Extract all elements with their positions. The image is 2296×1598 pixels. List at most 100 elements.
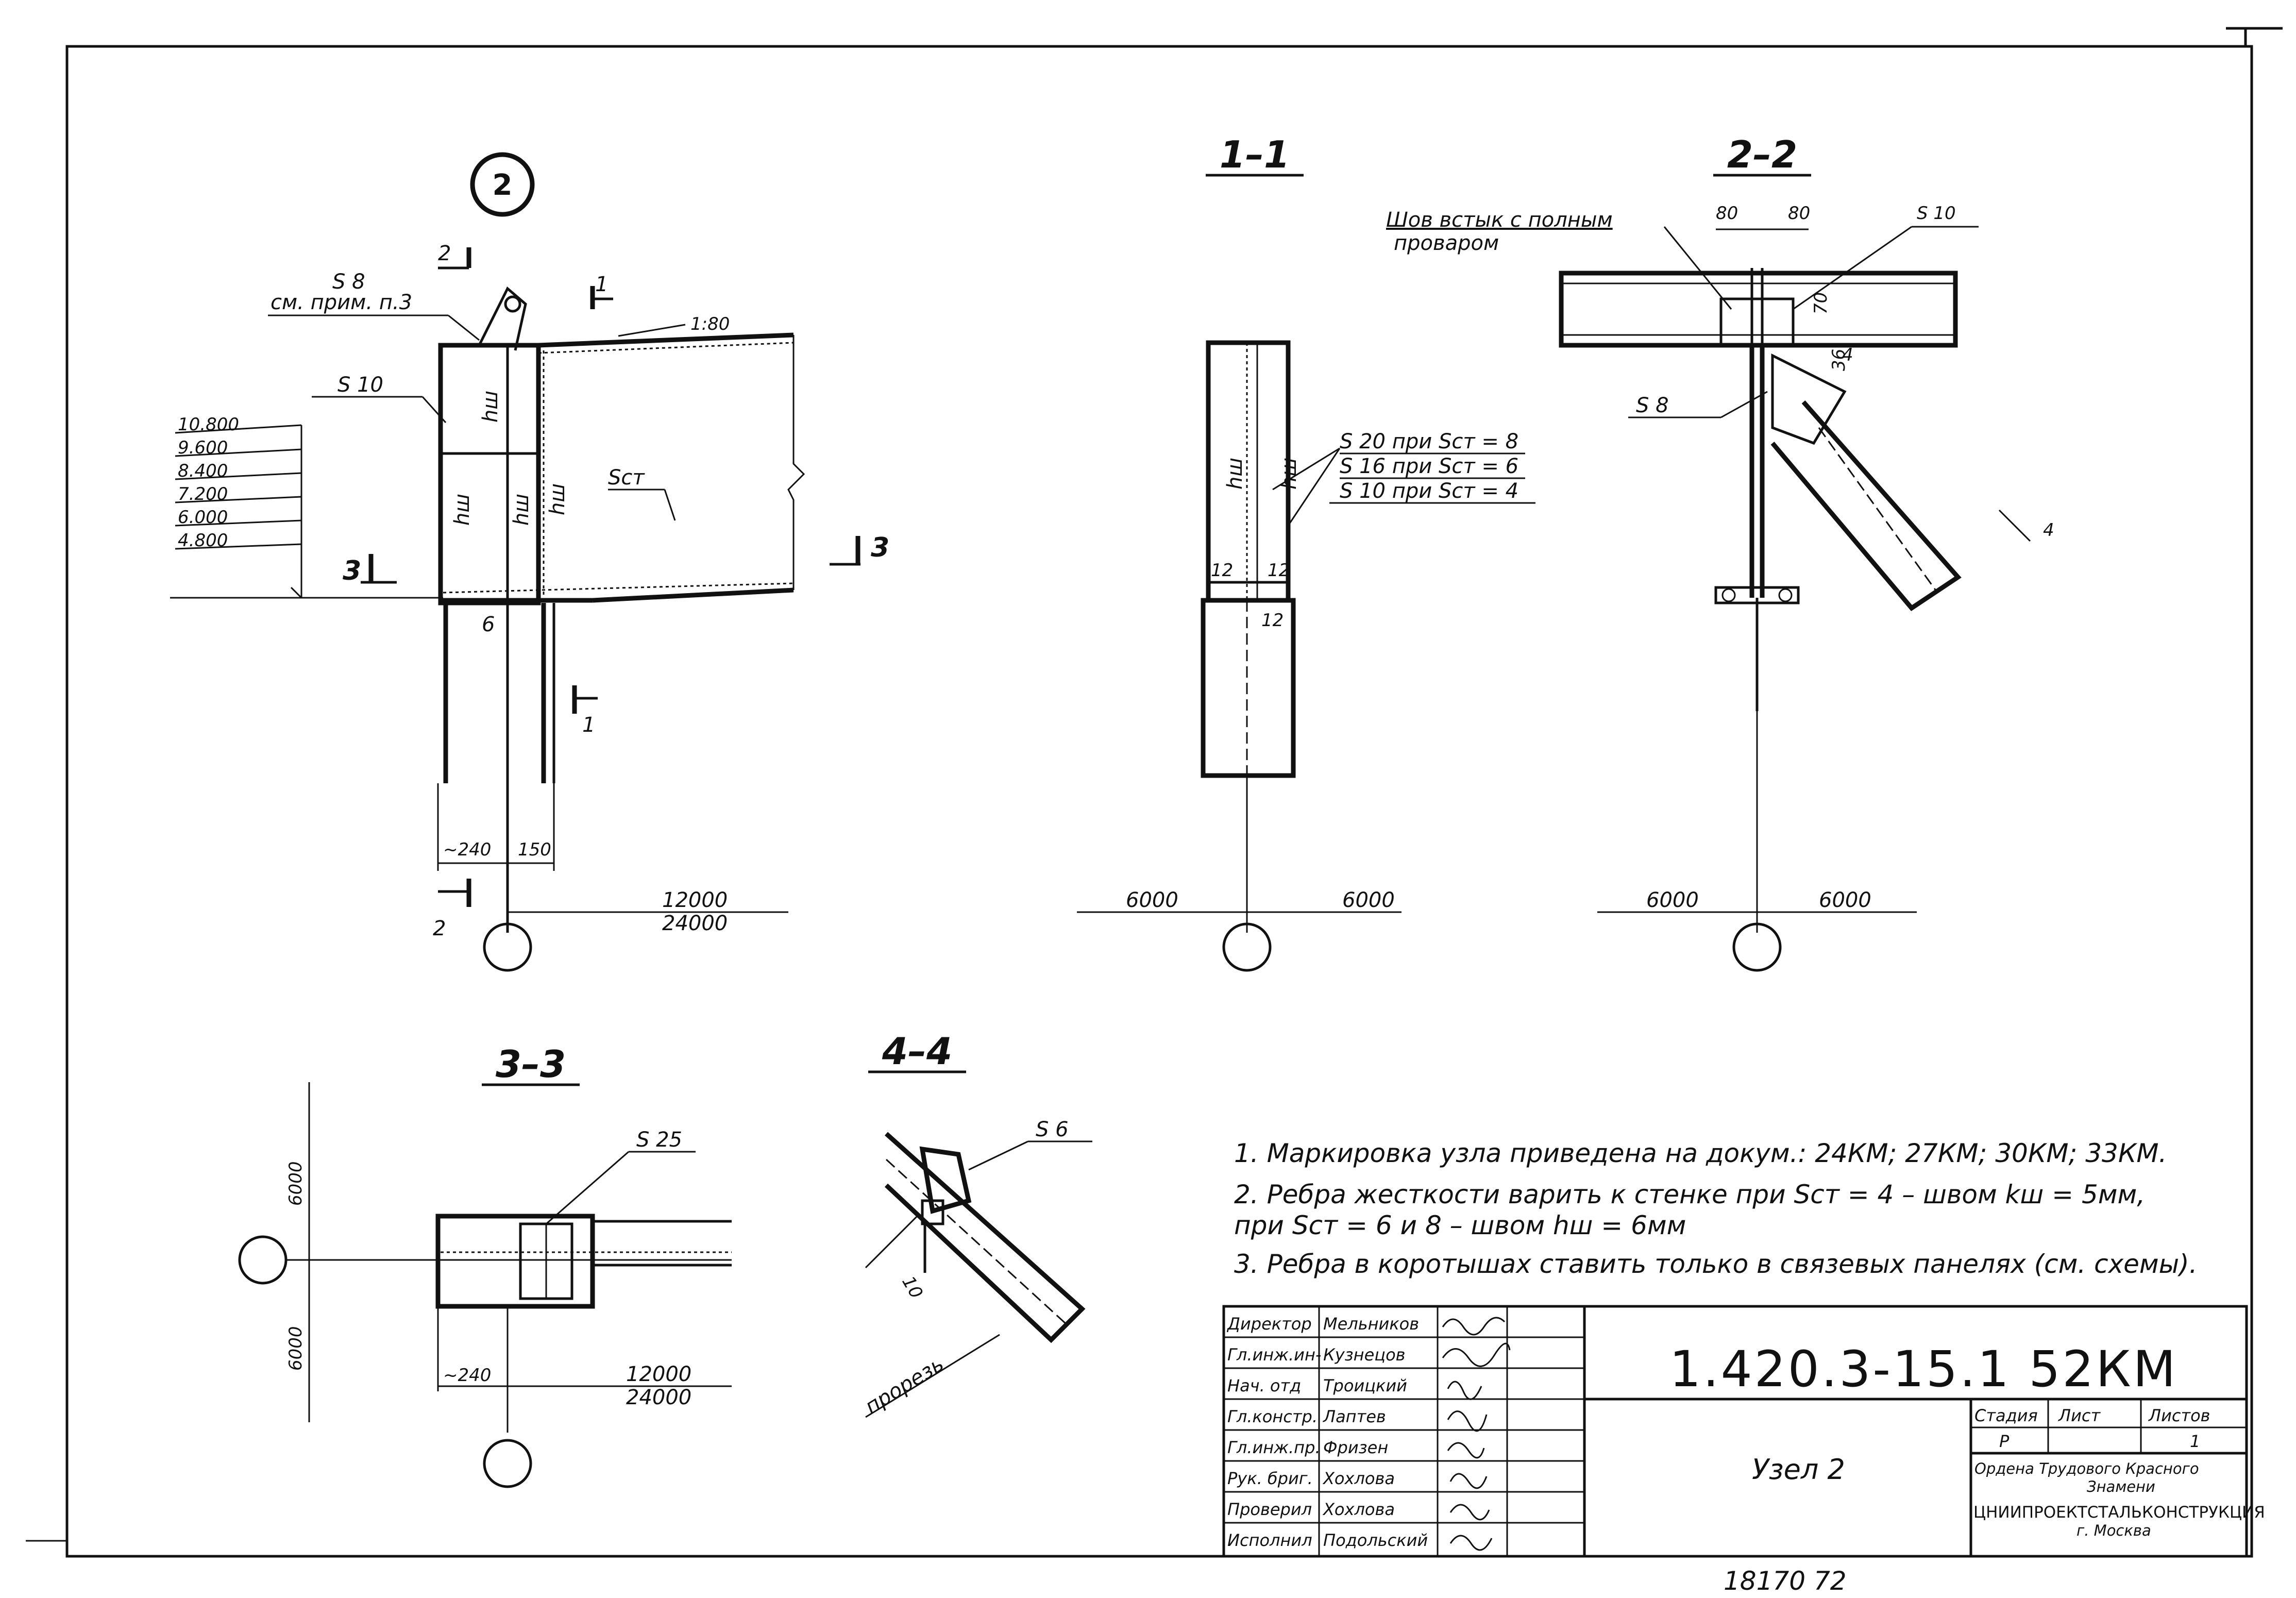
- weld-note-line-2: проваром: [1394, 231, 1499, 255]
- slope-label: 1:80: [690, 314, 730, 334]
- section-3-3-dim-240: ~240: [443, 1365, 491, 1386]
- dim-240: ~240: [443, 839, 491, 860]
- sheet-header: Лист: [2058, 1406, 2101, 1425]
- org-line-1: Ордена Трудового Красного: [1974, 1460, 2199, 1477]
- cut-1-mark-bottom: 1: [582, 713, 595, 737]
- s8-callout: S 8: [332, 270, 365, 294]
- section-4-4-view: 4–4 S 6 10 прорезь: [861, 1030, 1092, 1419]
- section-1-1-label-12a: 12: [1211, 560, 1233, 581]
- org-line-4: г. Москва: [2076, 1522, 2151, 1539]
- cut-1-mark-top: 1: [595, 273, 608, 296]
- section-1-1-view: 1–1 hш hш 12 12 12 S 20 при Sст = 8 S 16…: [1077, 133, 1535, 972]
- section-1-1-label-12c: 12: [1261, 610, 1284, 631]
- notes-block: 1. Маркировка узла приведена на докум.: …: [1234, 1138, 2198, 1279]
- signatures: [1442, 1317, 1511, 1551]
- section-3-3-s25: S 25: [636, 1128, 682, 1152]
- hw-label-3: hш: [510, 494, 533, 526]
- document-code: 1.420.3-15.1 52КМ: [1669, 1340, 2177, 1398]
- section-4-4-dim-10: 10: [898, 1273, 926, 1302]
- sheet-title: Узел 2: [1752, 1453, 1845, 1486]
- note-3: 3. Ребра в коротышах ставить только в св…: [1234, 1249, 2198, 1279]
- cut-2-mark-bottom: 2: [433, 917, 446, 940]
- axis-bubble-section-1-1: [1222, 922, 1272, 972]
- tb-role-8: Исполнил: [1227, 1530, 1312, 1550]
- tb-role-6: Рук. бриг.: [1227, 1469, 1313, 1488]
- note-2: 2. Ребра жесткости варить к стенке при S…: [1234, 1180, 2145, 1209]
- node-view: 2 2 1 S 8 см. прим. п.3 1:80: [170, 152, 889, 972]
- dim-70: 70: [1811, 292, 1831, 314]
- archive-number: 18170 72: [1724, 1566, 1847, 1596]
- stage-header: Стадия: [1974, 1406, 2038, 1425]
- section-3-3-span-24000: 24000: [626, 1386, 691, 1409]
- org-line-2: Знамени: [2087, 1478, 2155, 1495]
- s10-callout: S 10: [337, 373, 383, 397]
- node-number: 2: [493, 169, 513, 202]
- section-1-1-dim-right: 6000: [1342, 888, 1395, 912]
- note-1: 1. Маркировка узла приведена на докум.: …: [1234, 1138, 2167, 1168]
- section-1-1-hw-label-1: hш: [1223, 458, 1247, 490]
- section-3-3-dim-bottom: 6000: [285, 1326, 306, 1371]
- section-4-4-title: 4–4: [882, 1030, 952, 1073]
- dim-80-right: 80: [1788, 203, 1810, 224]
- stage-value: Р: [1999, 1432, 2010, 1451]
- axis-bubble-section-3-3-left: [238, 1235, 288, 1285]
- weld-note-line-1: Шов встык с полным: [1386, 208, 1613, 232]
- dim-36: 36: [1829, 349, 1849, 371]
- tb-role-7: Проверил: [1227, 1500, 1312, 1519]
- tb-name-5: Фризен: [1323, 1438, 1388, 1457]
- sheets-header: Листов: [2148, 1406, 2210, 1425]
- section-2-2-title: 2–2: [1727, 133, 1797, 176]
- span-12000: 12000: [662, 888, 728, 912]
- section-2-2-s8: S 8: [1636, 394, 1669, 417]
- rib-thickness-label: 6: [482, 613, 495, 636]
- tb-name-6: Хохлова: [1322, 1469, 1395, 1488]
- axis-bubble-section-3-3-bottom: [483, 1439, 532, 1488]
- s8-ref-note: см. прим. п.3: [271, 291, 412, 314]
- tb-name-8: Подольский: [1323, 1530, 1428, 1550]
- section-3-3-dim-top: 6000: [285, 1161, 306, 1206]
- tb-role-3: Нач. отд: [1227, 1376, 1301, 1395]
- sheet-frame: [26, 27, 2283, 1558]
- cut-3-mark-left: 3: [343, 556, 361, 586]
- section-1-1-rule-3: S 10 при Sст = 4: [1340, 479, 1518, 503]
- dim-4: 4: [1842, 345, 1853, 365]
- section-2-2-dim-left: 6000: [1646, 888, 1699, 912]
- section-4-4-slot-label: прорезь: [861, 1352, 948, 1419]
- org-line-3: ЦНИИПРОЕКТСТАЛЬКОНСТРУКЦИЯ: [1973, 1503, 2265, 1522]
- tb-name-2: Кузнецов: [1323, 1345, 1406, 1365]
- tb-name-4: Лаптев: [1323, 1407, 1386, 1426]
- axis-bubble-node: [483, 922, 532, 972]
- section-1-1-rule-2: S 16 при Sст = 6: [1340, 455, 1518, 478]
- node-number-bubble: [470, 152, 535, 217]
- span-24000: 24000: [662, 912, 728, 935]
- scm-callout: Sст: [608, 466, 645, 490]
- hw-label-1: hш: [479, 391, 502, 423]
- section-1-1-rule-1: S 20 при Sст = 8: [1340, 430, 1518, 453]
- note-2-continued: при Sст = 6 и 8 – швом hш = 6мм: [1234, 1210, 1686, 1240]
- dim-150: 150: [518, 839, 551, 860]
- section-3-3-title: 3–3: [496, 1042, 566, 1086]
- section-2-2-view: 2–2 Шов встык с полным проваром 80 80 S …: [1386, 133, 2054, 972]
- hw-label-4: hш: [546, 483, 569, 515]
- section-4-4-s6: S 6: [1036, 1118, 1069, 1141]
- tb-name-1: Мельников: [1323, 1314, 1419, 1334]
- section-2-2-weld-4: 4: [2043, 520, 2054, 541]
- section-2-2-dim-right: 6000: [1819, 888, 1871, 912]
- tb-role-5: Гл.инж.пр.: [1227, 1438, 1321, 1457]
- section-1-1-title: 1–1: [1220, 133, 1290, 176]
- dim-80-left: 80: [1716, 203, 1738, 224]
- section-1-1-dim-left: 6000: [1126, 888, 1178, 912]
- tb-name-7: Хохлова: [1322, 1500, 1395, 1519]
- sheets-value: 1: [2190, 1432, 2200, 1451]
- tb-name-3: Троицкий: [1323, 1376, 1407, 1395]
- tb-role-2: Гл.инж.ин-: [1227, 1345, 1321, 1365]
- hw-label-2: hш: [450, 494, 474, 526]
- title-block: Директор Мельников Гл.инж.ин- Кузнецов Н…: [1222, 1305, 2265, 1558]
- tb-role-4: Гл.констр.: [1227, 1407, 1318, 1426]
- axis-bubble-section-2-2: [1732, 922, 1782, 972]
- section-2-2-s10: S 10: [1917, 203, 1956, 224]
- section-3-3-span-12000: 12000: [626, 1362, 691, 1386]
- cut-3-mark-right: 3: [871, 532, 889, 563]
- cut-2-mark-top: 2: [438, 242, 451, 265]
